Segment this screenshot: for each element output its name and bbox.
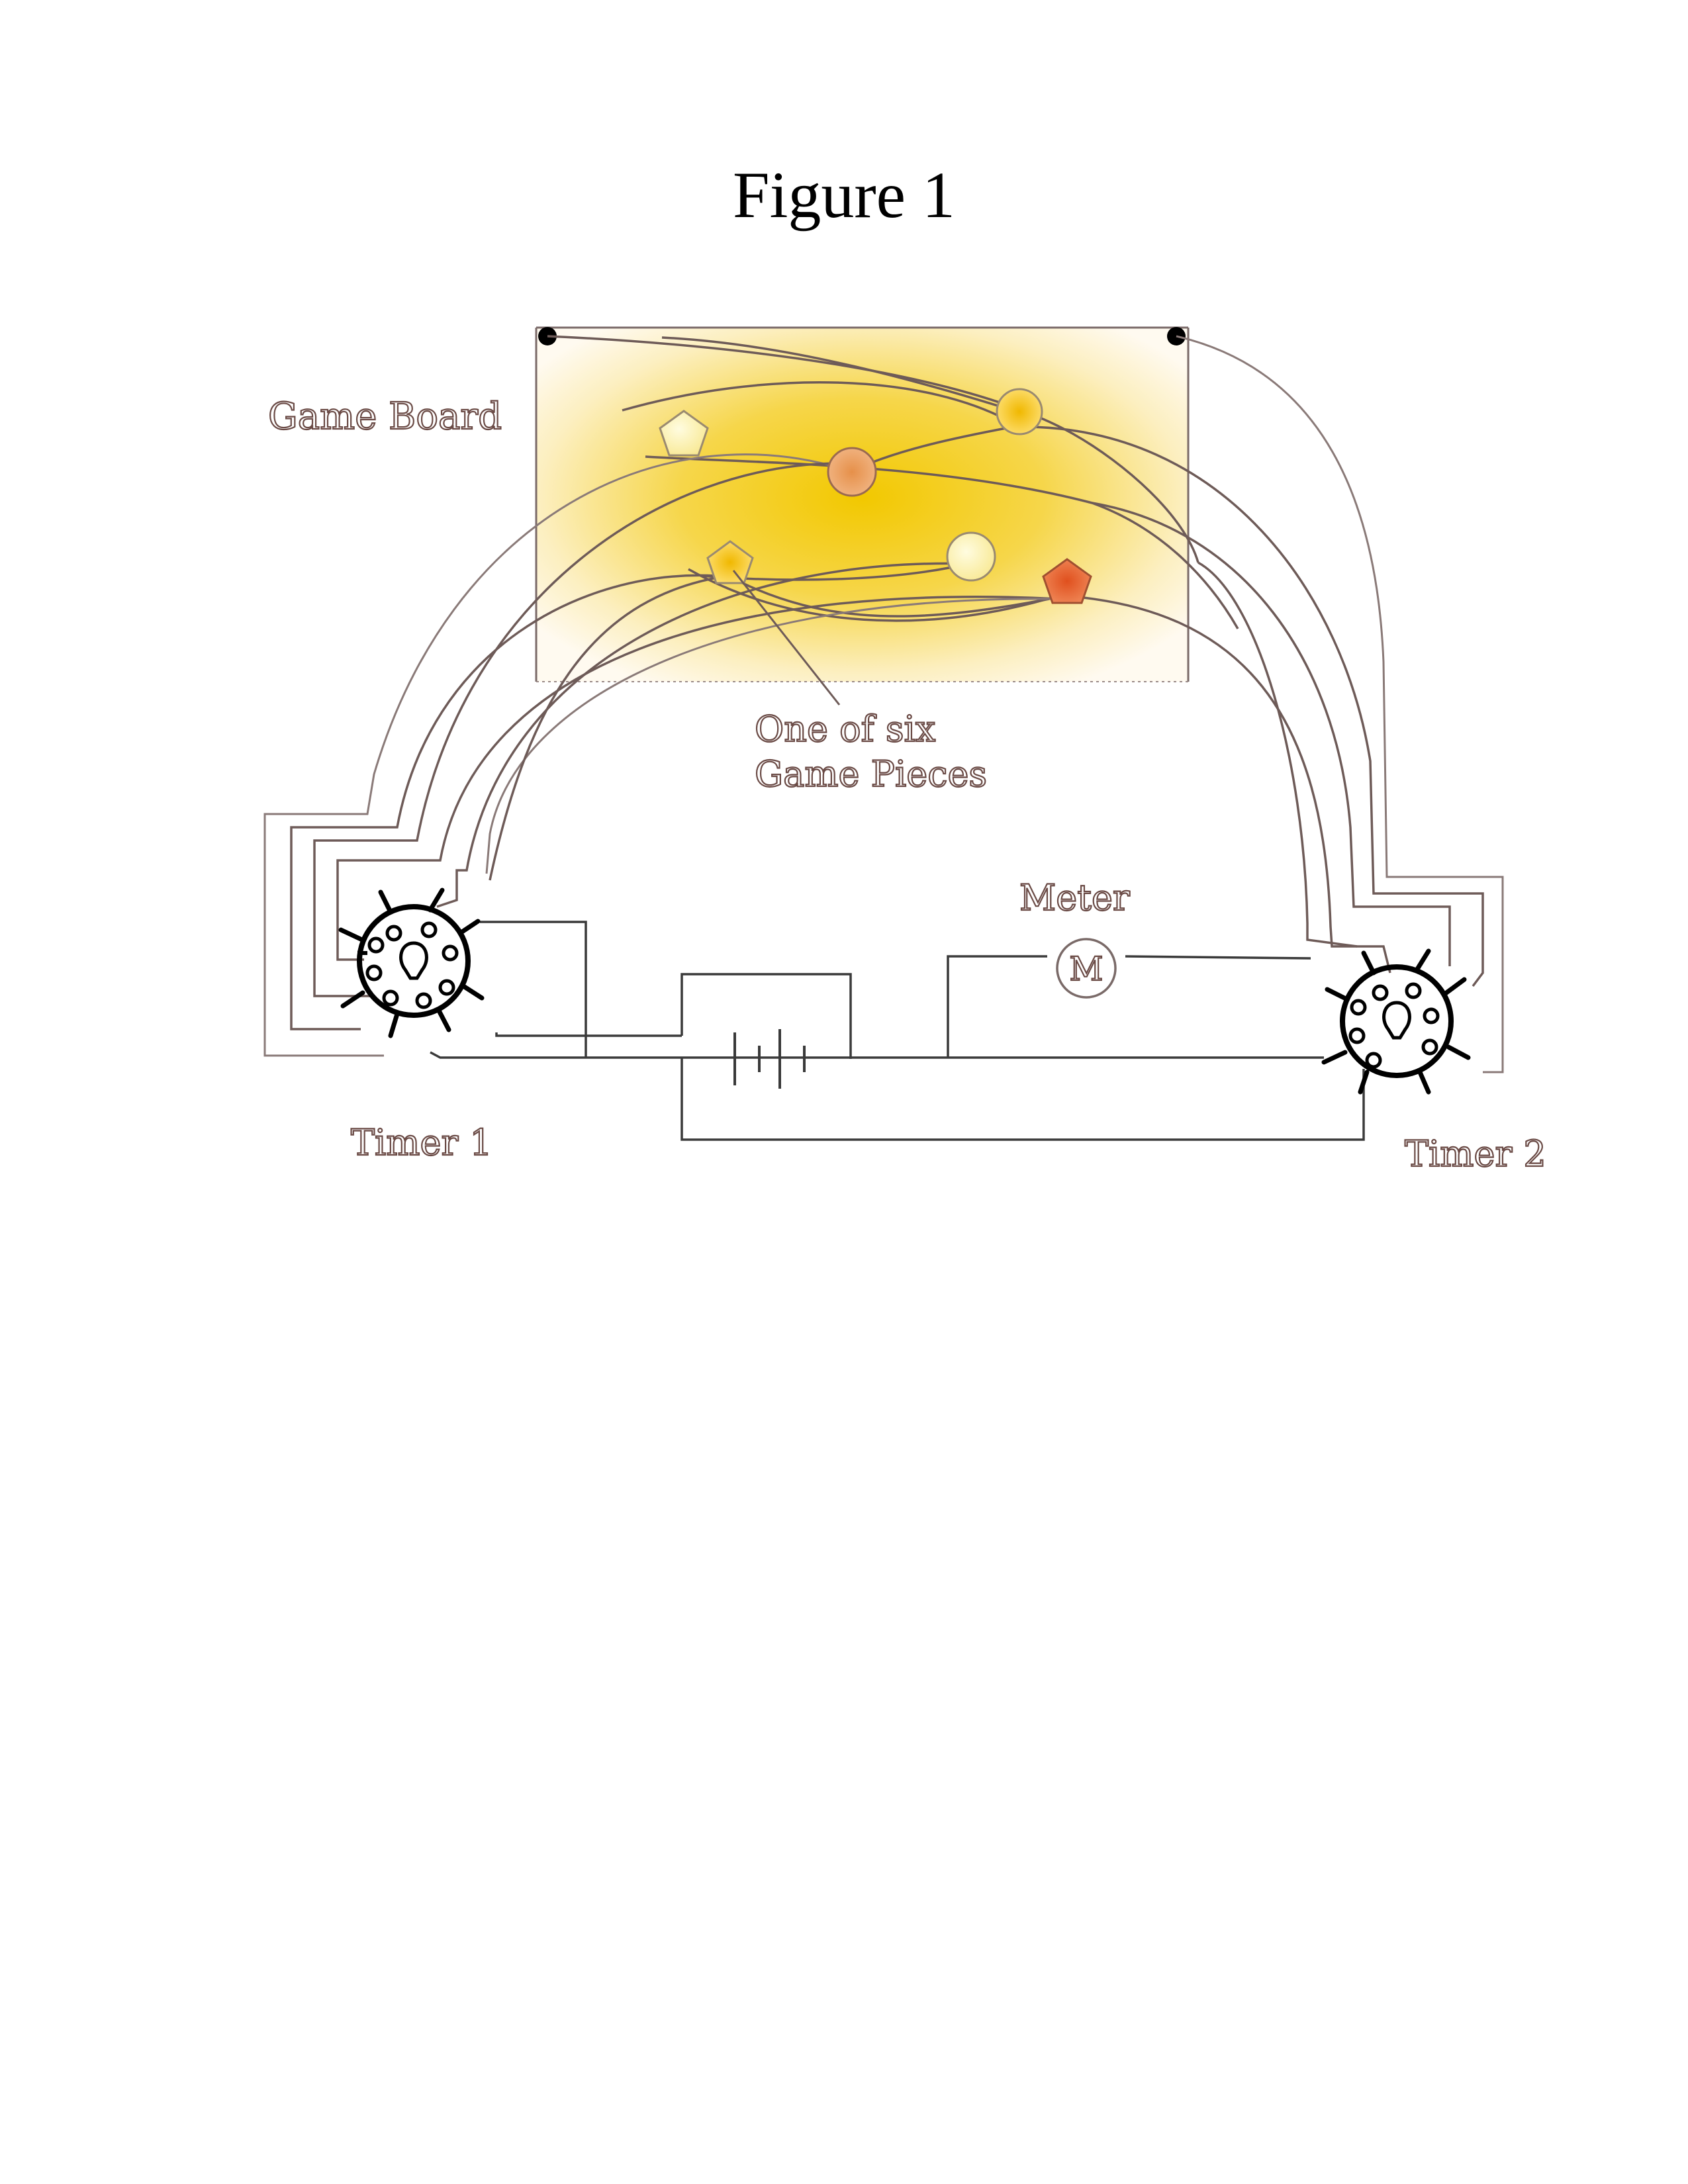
timer1-label: Timer 1 bbox=[351, 1122, 492, 1163]
game-board bbox=[535, 326, 1190, 682]
timer-2 bbox=[1321, 948, 1471, 1095]
game-piece-pentagon-yellow bbox=[706, 540, 754, 584]
game-board-surface bbox=[536, 328, 1188, 682]
meter-symbol-letter: M bbox=[1069, 950, 1103, 988]
game-pieces-label-line2: Game Pieces bbox=[755, 753, 987, 795]
meter-symbol bbox=[1056, 938, 1117, 999]
figure-title: Figure 1 bbox=[732, 158, 956, 232]
game-piece-circle-pale bbox=[946, 531, 996, 582]
game-piece-pentagon-red bbox=[1042, 558, 1092, 604]
game-piece-pentagon-pale bbox=[659, 410, 709, 457]
game-piece-circle-orange bbox=[827, 447, 877, 497]
game-piece-circle-yellow bbox=[996, 388, 1043, 435]
timer2-label: Timer 2 bbox=[1405, 1133, 1546, 1175]
timer2-wiring bbox=[1015, 335, 1504, 1073]
game-pieces bbox=[659, 388, 1092, 705]
battery-symbol bbox=[733, 1029, 806, 1089]
meter-label: Meter bbox=[1019, 877, 1130, 919]
game-board-label: Game Board bbox=[268, 395, 502, 438]
board-wiring bbox=[547, 335, 1239, 629]
timer-1 bbox=[338, 887, 485, 1038]
game-piece-callout-line bbox=[732, 570, 841, 705]
circuit: M bbox=[430, 921, 1365, 1141]
game-pieces-label-line1: One of six bbox=[755, 708, 935, 750]
timer1-wiring bbox=[263, 453, 1060, 1057]
